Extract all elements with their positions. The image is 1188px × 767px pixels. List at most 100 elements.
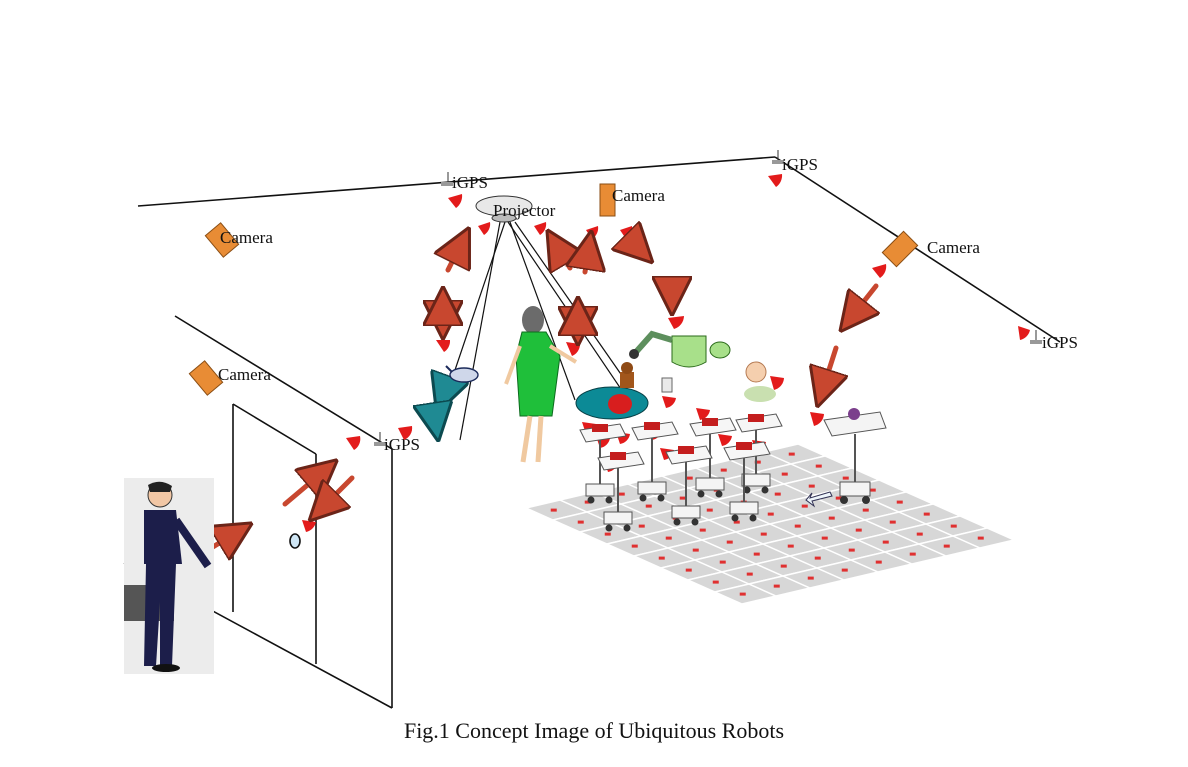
floor-tag xyxy=(788,452,795,456)
camera-label: Camera xyxy=(612,186,665,205)
delivery-robot xyxy=(631,421,679,502)
floor-tag xyxy=(815,464,822,468)
floor-tag xyxy=(706,508,713,512)
igps-station-top-left: iGPS xyxy=(441,172,488,192)
floor-tag xyxy=(977,536,984,540)
floor-tag xyxy=(848,548,855,552)
floor-tag xyxy=(814,556,821,560)
igps-label: iGPS xyxy=(782,155,818,174)
floor-tag xyxy=(631,544,638,548)
floor-tag xyxy=(645,504,652,508)
delivery-robot xyxy=(689,417,737,498)
delivery-robot xyxy=(723,441,771,522)
floor-tag xyxy=(855,528,862,532)
robot-arm xyxy=(629,330,731,368)
table-robots xyxy=(579,413,783,532)
floor-tag xyxy=(726,540,733,544)
igps-station-right: iGPS xyxy=(1030,330,1078,352)
round-table xyxy=(575,386,649,420)
floor-tag xyxy=(875,560,882,564)
camera-ceiling: Camera xyxy=(599,183,665,217)
floor-tag xyxy=(679,496,686,500)
woman xyxy=(504,306,578,463)
camera-label: Camera xyxy=(220,228,273,247)
floor-tag xyxy=(801,504,808,508)
floor-tag xyxy=(720,468,727,472)
floor-tag xyxy=(692,548,699,552)
floor-tag xyxy=(767,512,774,516)
door xyxy=(232,403,317,664)
door-knob xyxy=(289,533,301,549)
floor-tag xyxy=(584,500,591,504)
robot-path-arrows xyxy=(434,382,448,432)
floor-tag xyxy=(787,544,794,548)
floor-tag xyxy=(699,528,706,532)
floor-tag xyxy=(882,540,889,544)
delivery-robot xyxy=(665,445,713,526)
floor-tag xyxy=(665,536,672,540)
igps-station-wall: iGPS xyxy=(374,432,420,454)
floor-tag xyxy=(760,532,767,536)
toy-robot xyxy=(620,362,634,388)
floor-tag xyxy=(773,584,780,588)
igps-station-top-right: iGPS xyxy=(772,150,818,174)
flying-robot xyxy=(445,365,479,383)
projector: Projector xyxy=(475,195,556,223)
cup xyxy=(661,377,673,393)
camera-label: Camera xyxy=(927,238,980,257)
camera-right: Camera xyxy=(881,230,980,268)
camera-left-top: Camera xyxy=(204,222,273,258)
floor-tag xyxy=(712,580,719,584)
floor-tag xyxy=(746,572,753,576)
floor-tag xyxy=(889,520,896,524)
floor-tag xyxy=(841,568,848,572)
robot-entry-arrow xyxy=(805,491,833,508)
floor-tag xyxy=(577,520,584,524)
floor-tag xyxy=(835,496,842,500)
floor-tag xyxy=(774,492,781,496)
delivery-robot xyxy=(597,451,645,532)
igps-label: iGPS xyxy=(1042,333,1078,352)
floor-tag xyxy=(618,492,625,496)
floor-tag xyxy=(780,564,787,568)
floor-tag xyxy=(550,508,557,512)
floor-tag xyxy=(719,560,726,564)
floor-tag xyxy=(909,552,916,556)
floor-tag xyxy=(753,552,760,556)
floor-tag xyxy=(943,544,950,548)
delivery-robot xyxy=(579,423,627,504)
floor-tag xyxy=(638,524,645,528)
standing-robot xyxy=(823,408,887,504)
floor-tag xyxy=(842,476,849,480)
floor-tag xyxy=(950,524,957,528)
delivery-robot xyxy=(735,413,783,494)
floor-tag xyxy=(754,460,761,464)
floor-tag xyxy=(808,484,815,488)
camera-label: Camera xyxy=(218,365,271,384)
floor-tag xyxy=(896,500,903,504)
igps-label: iGPS xyxy=(452,173,488,192)
floor-tag xyxy=(916,532,923,536)
floor-tag xyxy=(686,476,693,480)
floor-tag xyxy=(862,508,869,512)
floor-tag xyxy=(807,576,814,580)
floor-tag xyxy=(828,516,835,520)
floor-tag xyxy=(821,536,828,540)
floor-tag xyxy=(781,472,788,476)
floor-tag xyxy=(794,524,801,528)
floor-tag xyxy=(733,520,740,524)
businessman xyxy=(124,478,214,674)
floor-tag xyxy=(923,512,930,516)
projector-label: Projector xyxy=(493,201,556,220)
floor-tag xyxy=(685,568,692,572)
floor-tag xyxy=(869,488,876,492)
floor-tag xyxy=(739,592,746,596)
baby xyxy=(744,361,776,402)
floor-tag xyxy=(604,532,611,536)
camera-left-bottom: Camera xyxy=(188,360,271,396)
igps-label: iGPS xyxy=(384,435,420,454)
figure-caption: Fig.1 Concept Image of Ubiquitous Robots xyxy=(403,718,785,743)
communication-arrows xyxy=(195,236,876,556)
floor-tag xyxy=(658,556,665,560)
